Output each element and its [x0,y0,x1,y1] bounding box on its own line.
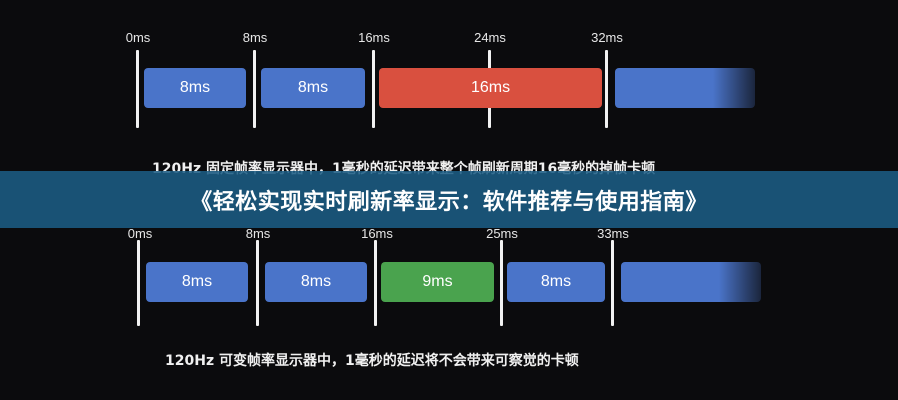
tick-label: 8ms [245,226,271,241]
delayed-frame-block: 9ms [381,262,494,302]
tick-label: 8ms [242,30,268,45]
variable-refresh-caption: 120Hz 可变帧率显示器中，1毫秒的延迟将不会带来可察觉的卡顿 [165,353,579,369]
frame-block-partial [621,262,761,302]
frame-boundary-line [256,240,259,326]
title-banner: 《轻松实现实时刷新率显示：软件推荐与使用指南》 [0,171,898,228]
frame-block: 8ms [146,262,248,302]
frame-boundary-line [136,50,139,128]
tick-label: 32ms [591,30,623,45]
dropped-frame-block: 16ms [379,68,602,108]
frame-block-partial [615,68,755,108]
frame-boundary-line [372,50,375,128]
frame-boundary-line [611,240,614,326]
tick-label: 16ms [358,30,390,45]
tick-label: 16ms [361,226,393,241]
tick-label: 24ms [474,30,506,45]
frame-block: 8ms [507,262,605,302]
frame-block: 8ms [144,68,246,108]
frame-boundary-line [137,240,140,326]
tick-label: 0ms [125,30,151,45]
frame-boundary-line [374,240,377,326]
tick-label: 33ms [597,226,629,241]
frame-boundary-line [500,240,503,326]
tick-label: 25ms [486,226,518,241]
frame-boundary-line [253,50,256,128]
frame-block: 8ms [261,68,365,108]
frame-boundary-line [605,50,608,128]
banner-title: 《轻松实现实时刷新率显示：软件推荐与使用指南》 [190,189,708,215]
frame-block: 8ms [265,262,367,302]
tick-label: 0ms [127,226,153,241]
